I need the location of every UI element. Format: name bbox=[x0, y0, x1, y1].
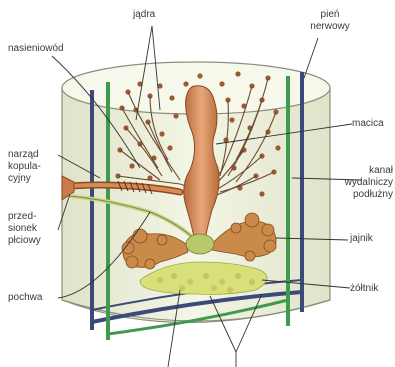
label-ovary: jajnik bbox=[350, 233, 373, 245]
label-genital-atrium-line-1: przed- bbox=[8, 211, 41, 223]
label-excretory-canal: kanał wydalniczy podłużny bbox=[314, 165, 393, 201]
label-vitellarium: żółtnik bbox=[350, 283, 378, 295]
label-uterus: macica bbox=[352, 118, 384, 130]
label-nerve-trunk-line-2: nerwowy bbox=[300, 21, 360, 33]
shell-gland bbox=[186, 234, 214, 254]
label-genital-atrium-line-3: płciowy bbox=[8, 235, 41, 247]
label-testes: jądra bbox=[133, 9, 155, 21]
label-excretory-canal-line-3: podłużny bbox=[314, 189, 393, 201]
label-copulatory-organ-line-3: cyjny bbox=[8, 173, 41, 185]
label-genital-atrium-line-2: sionek bbox=[8, 223, 41, 235]
label-copulatory-organ-line-1: narząd bbox=[8, 149, 41, 161]
label-vagina: pochwa bbox=[8, 292, 42, 304]
label-nerve-trunk-line-1: pień bbox=[300, 9, 360, 21]
label-genital-atrium: przed- sionek płciowy bbox=[8, 211, 41, 247]
label-sperm-duct: nasieniowód bbox=[8, 43, 64, 55]
label-copulatory-organ-line-2: kopula- bbox=[8, 161, 41, 173]
label-nerve-trunk: pień nerwowy bbox=[300, 9, 360, 33]
label-excretory-canal-line-1: kanał bbox=[314, 165, 393, 177]
label-excretory-canal-line-2: wydalniczy bbox=[314, 177, 393, 189]
label-copulatory-organ: narząd kopula- cyjny bbox=[8, 149, 41, 185]
